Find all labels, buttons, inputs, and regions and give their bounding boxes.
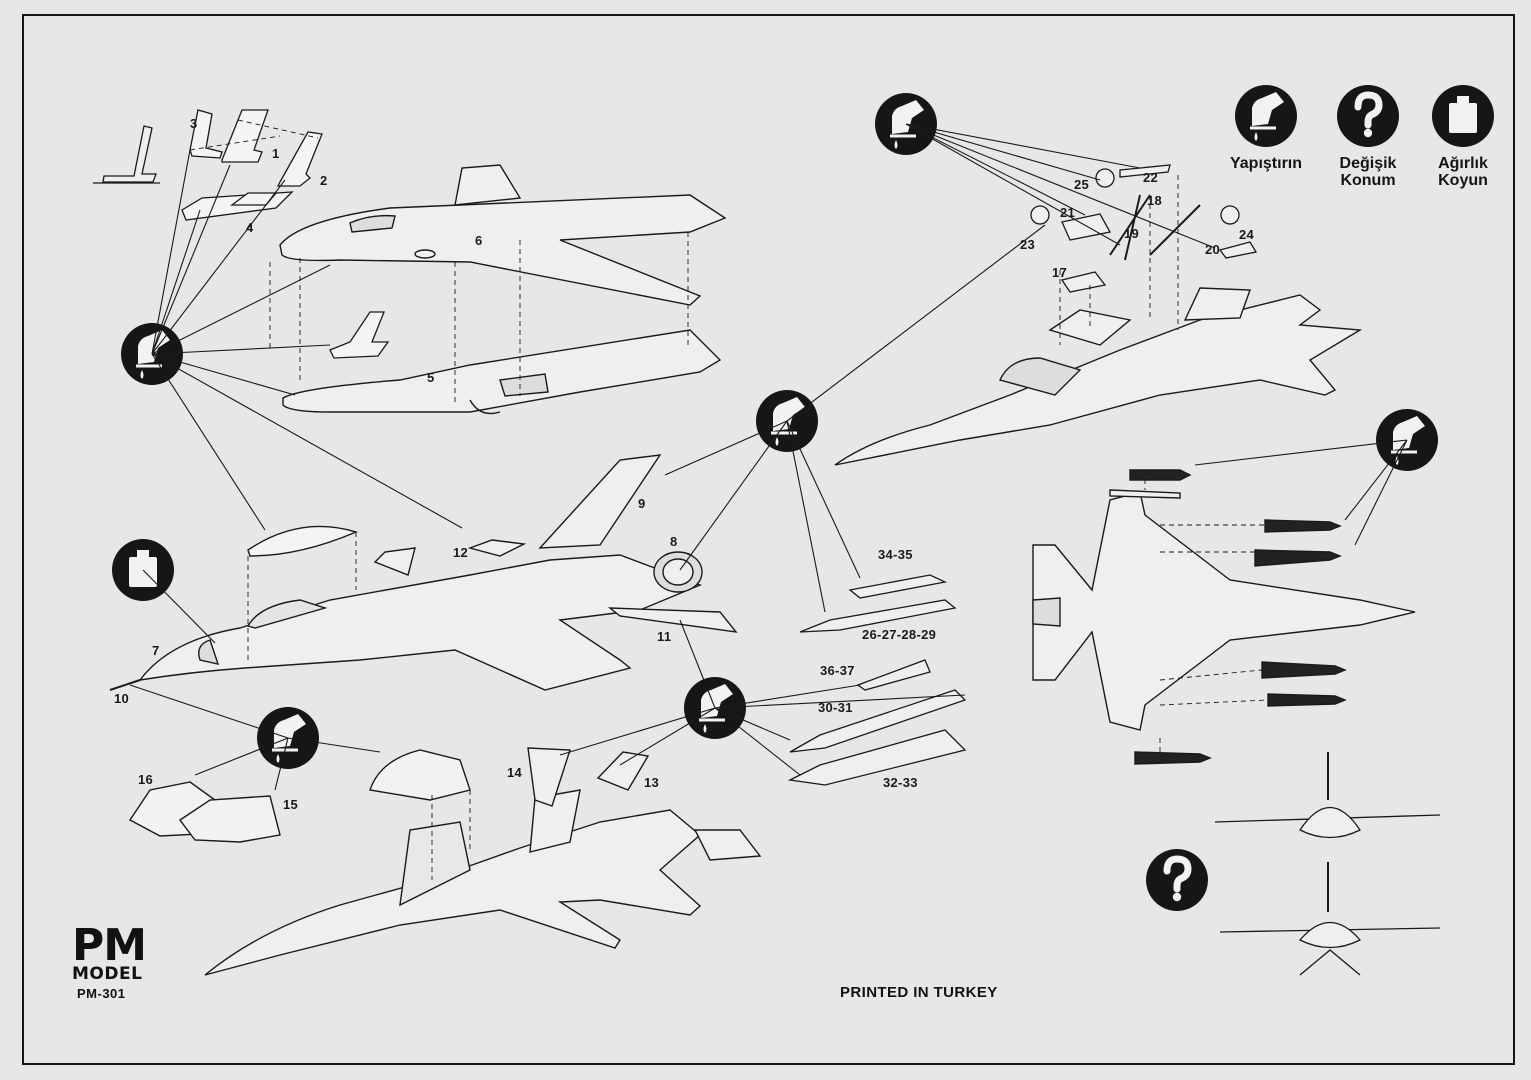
part-number: 22	[1143, 170, 1159, 185]
part-number: 36-37	[820, 663, 855, 678]
intake-parts-drawing	[128, 749, 471, 843]
part-number: 30-31	[818, 700, 853, 715]
part-number: 6	[475, 233, 483, 248]
part-number: 10	[114, 691, 130, 706]
part-number: 1	[272, 146, 280, 161]
brand-logo-sub: MODEL	[72, 964, 143, 984]
legend-glue-label: Yapıştırın	[1229, 155, 1303, 172]
right-aircraft-drawing	[834, 287, 1363, 466]
main-aircraft-drawing	[109, 454, 738, 691]
top-view-aircraft-drawing	[1032, 469, 1416, 765]
printed-in-label: PRINTED IN TURKEY	[840, 984, 998, 1001]
seat-parts-drawing	[93, 109, 390, 359]
part-number: 7	[152, 643, 160, 658]
part-number: 18	[1147, 193, 1163, 208]
part-number: 16	[138, 772, 154, 787]
part-number: 11	[657, 629, 672, 644]
part-number: 26-27-28-29	[862, 627, 937, 642]
question-callout-icon	[1146, 849, 1208, 911]
part-number: 17	[1052, 265, 1068, 280]
part-number: 23	[1020, 237, 1036, 252]
leader-lines	[129, 123, 1408, 791]
part-number: 5	[427, 370, 435, 385]
lower-aircraft-drawing	[204, 747, 762, 976]
part-number: 4	[246, 220, 254, 235]
part-number: 24	[1239, 227, 1255, 242]
legend-glue-icon	[1233, 83, 1299, 149]
part-number: 34-35	[878, 547, 913, 562]
part-number: 8	[670, 534, 678, 549]
front-views-drawing	[1214, 752, 1441, 976]
sheet-border	[22, 14, 1515, 1065]
part-number: 14	[507, 765, 523, 780]
part-number: 20	[1205, 242, 1221, 257]
legend-weight-icon	[1432, 85, 1494, 147]
product-code: PM-301	[77, 986, 126, 1001]
part-number: 32-33	[883, 775, 918, 790]
part-number: 15	[283, 797, 299, 812]
part-number: 9	[638, 496, 646, 511]
stores-drawing	[787, 574, 967, 786]
lower-fuselage-drawing	[282, 329, 722, 415]
upper-fuselage-drawing	[279, 164, 727, 306]
part-number: 12	[453, 545, 469, 560]
part-number: 3	[190, 116, 198, 131]
brand-logo: PM	[72, 920, 147, 971]
part-number: 21	[1060, 205, 1076, 220]
part-number: 13	[644, 775, 660, 790]
dashed-guides	[189, 119, 1269, 880]
part-number: 19	[1124, 226, 1140, 241]
part-number: 25	[1074, 177, 1090, 192]
part-number: 2	[320, 173, 328, 188]
legend-question-icon	[1337, 85, 1399, 147]
landing-gear-drawing	[1030, 164, 1258, 293]
